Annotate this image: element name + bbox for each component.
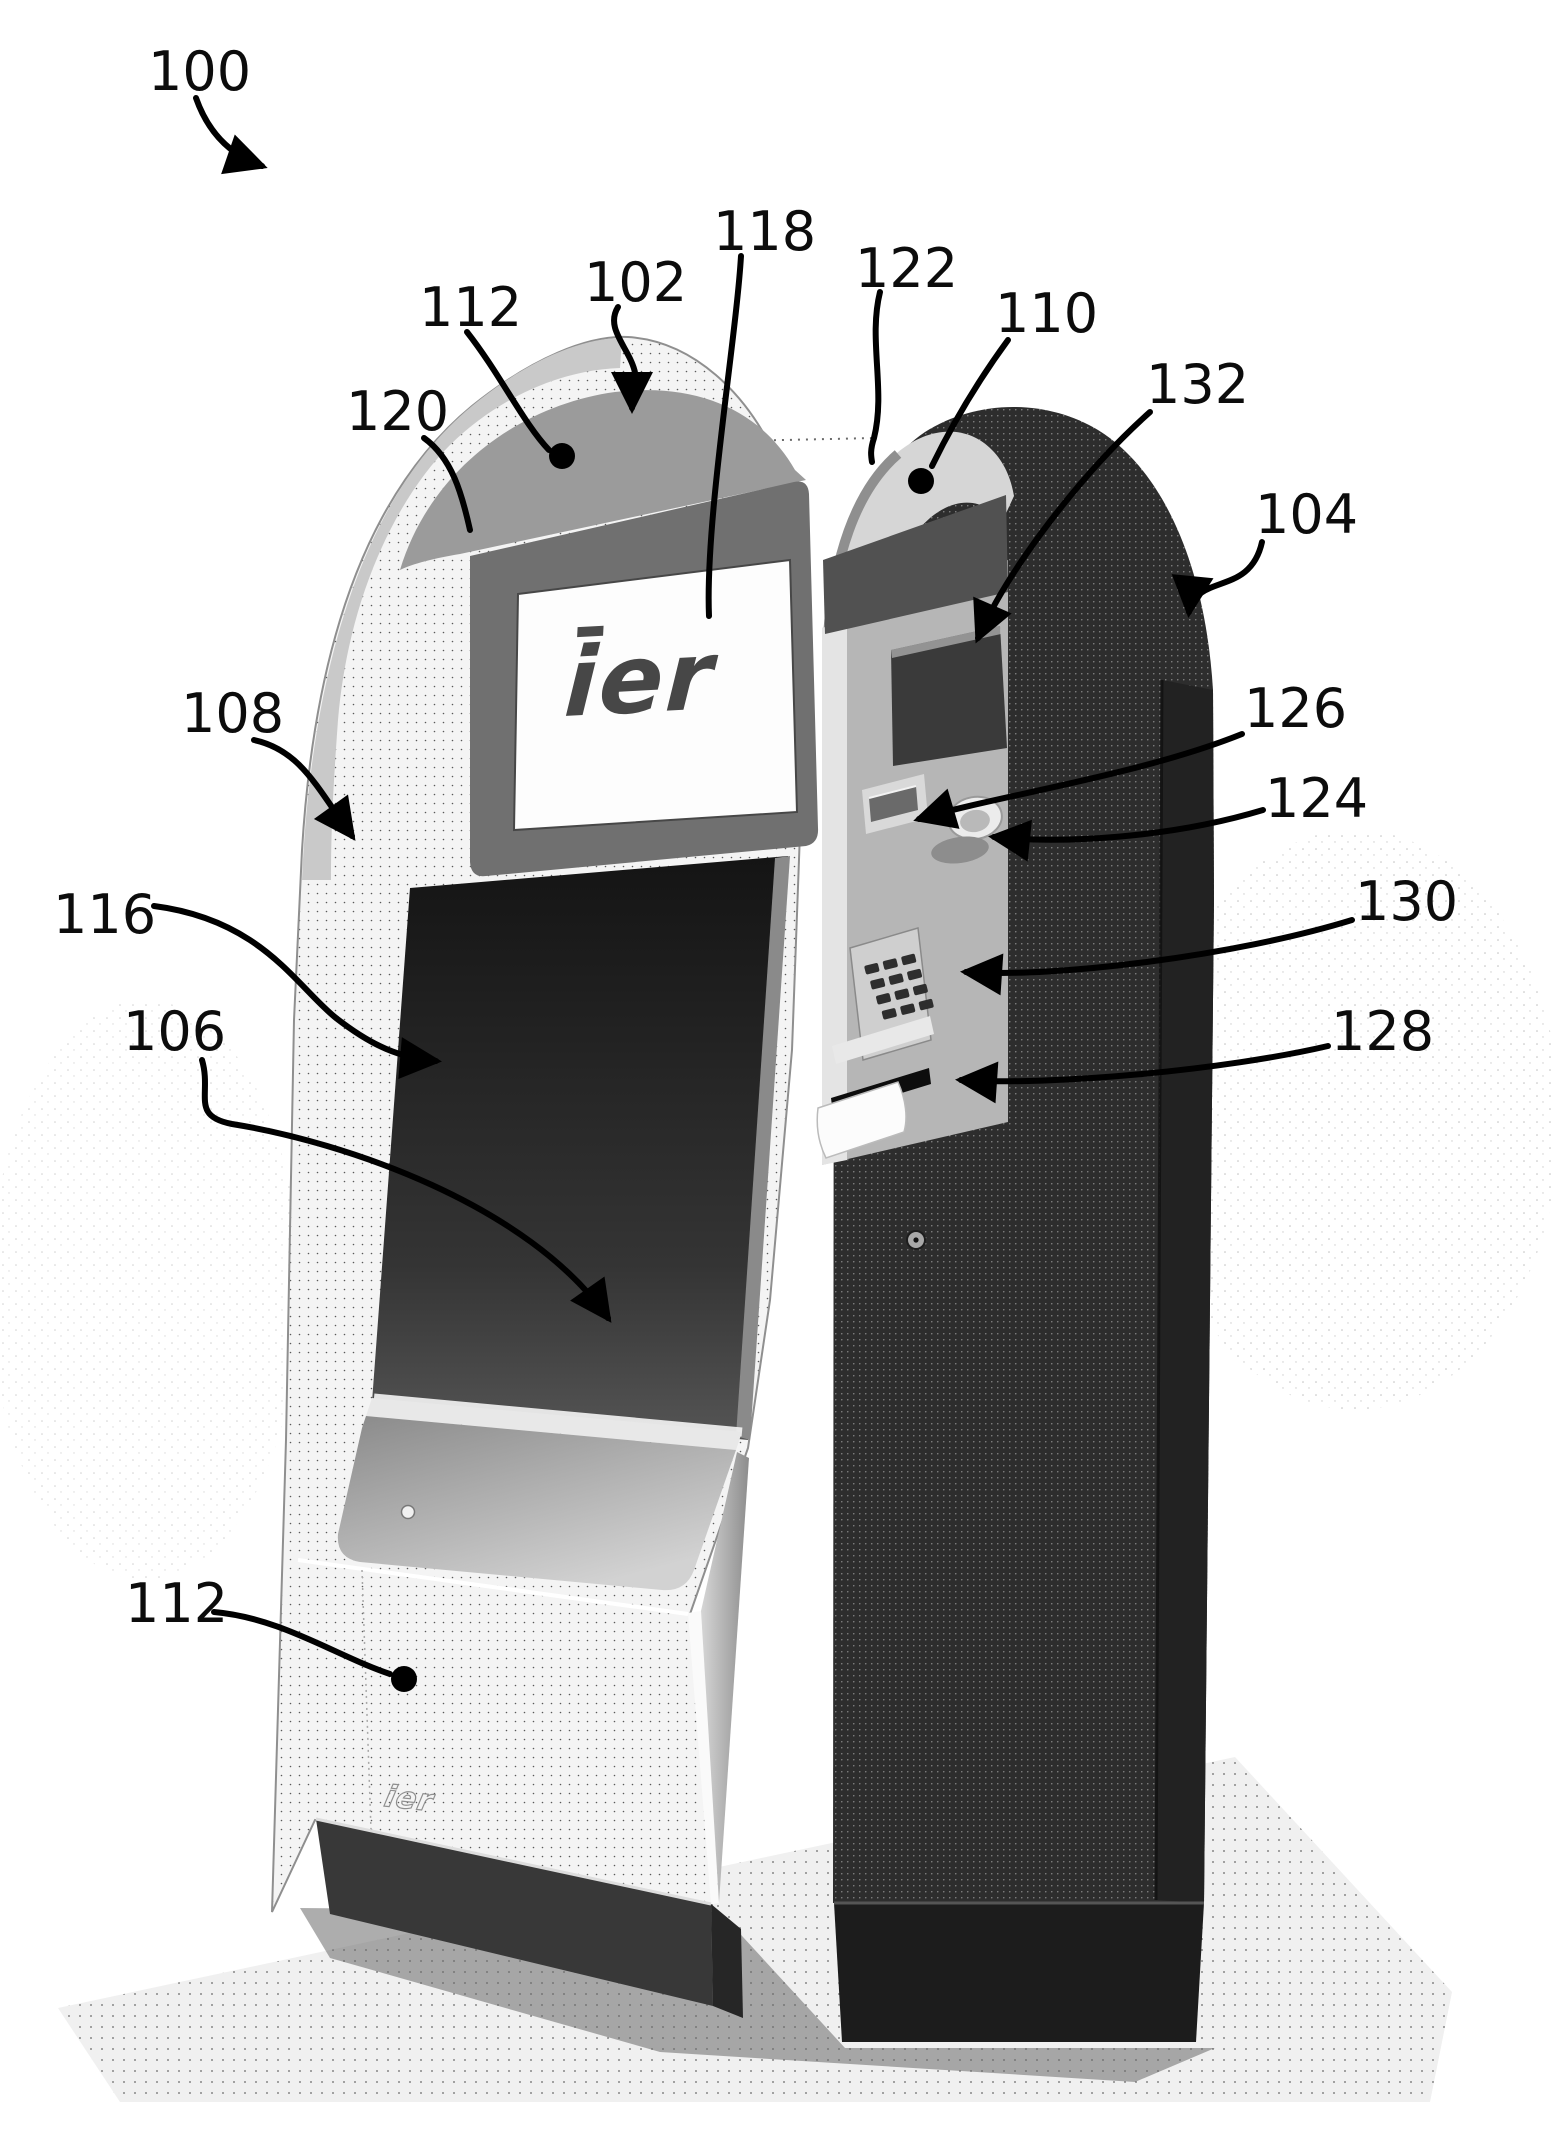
ref-label-116-well: 116 — [53, 883, 442, 1079]
front-kiosk-screen: ier — [470, 481, 819, 877]
ref-label-132-touchscreen: 132 — [973, 353, 1249, 644]
ref-text-102: 102 — [584, 251, 687, 314]
contactless-reader — [931, 795, 1003, 864]
screen-logo: ier — [562, 621, 720, 739]
rear-kiosk-plinth — [834, 1903, 1204, 2042]
ref-label-110-fin: 110 — [908, 282, 1098, 494]
receipt-paper — [816, 1081, 907, 1159]
front-kiosk-hood — [400, 390, 806, 570]
leader-120 — [421, 435, 473, 533]
front-kiosk-plinth — [315, 1817, 743, 2018]
well-floor-glow — [373, 1393, 743, 1437]
coin-cup — [931, 836, 989, 864]
ref-text-100: 100 — [148, 40, 251, 103]
ref-text-130: 130 — [1355, 870, 1458, 933]
leader-130 — [960, 917, 1355, 996]
ref-text-124: 124 — [1265, 767, 1368, 830]
rear-kiosk — [816, 406, 1214, 2042]
ref-label-112-bottom: 112 — [125, 1572, 417, 1692]
leader-dot-110 — [908, 468, 934, 494]
leader-116 — [151, 903, 442, 1079]
base-logo-text: ier — [381, 1780, 438, 1820]
leader-124 — [988, 807, 1266, 862]
baggage-well — [372, 856, 790, 1440]
ref-label-122-fin-edge: 122 — [855, 237, 958, 465]
leader-dot-112-bottom — [391, 1666, 417, 1692]
leader-104 — [1171, 539, 1265, 618]
receipt-printer — [816, 1068, 931, 1159]
panel-left-highlight — [822, 621, 847, 1165]
leader-126 — [913, 731, 1245, 829]
ref-label-100-system: 100 — [148, 40, 268, 175]
front-kiosk: ier ier — [271, 335, 819, 2018]
reference-annotations: 100 112 102 118 122 110 132 — [53, 40, 1458, 1692]
ref-text-112-bottom: 112 — [125, 1572, 228, 1635]
leader-128 — [955, 1043, 1331, 1104]
leader-dot-112-top — [549, 443, 575, 469]
ref-text-120: 120 — [346, 380, 449, 443]
cabinet-corner-ridge — [688, 1611, 719, 1905]
baggage-tray — [337, 1398, 742, 1591]
leader-110 — [929, 337, 1011, 469]
ref-label-128-printer: 128 — [955, 1000, 1434, 1104]
leader-112-top — [464, 329, 552, 453]
ref-label-106-tray: 106 — [123, 1000, 612, 1323]
ref-label-102-front-kiosk: 102 — [584, 251, 687, 414]
screen-logo-accent-bar — [577, 625, 604, 638]
ref-text-108: 108 — [181, 682, 284, 745]
ref-text-116: 116 — [53, 883, 156, 946]
ref-text-110: 110 — [995, 282, 1098, 345]
panel-seam — [361, 1569, 372, 1831]
ref-label-108-frame-edge: 108 — [181, 682, 356, 841]
leader-108 — [251, 737, 356, 841]
front-lower-panel: ier — [297, 1558, 711, 1904]
ref-label-126-card-reader: 126 — [913, 677, 1347, 829]
ref-text-118: 118 — [713, 200, 816, 263]
ref-text-132: 132 — [1146, 353, 1249, 416]
ref-text-106: 106 — [123, 1000, 226, 1063]
base-logo: ier — [381, 1779, 439, 1820]
background-speckle-right — [1150, 830, 1554, 1410]
ref-label-104-rear-kiosk: 104 — [1171, 483, 1358, 618]
leader-102 — [611, 304, 653, 414]
leader-106 — [199, 1057, 612, 1323]
screen-logo-text: ier — [562, 621, 720, 739]
ref-label-118-screen: 118 — [705, 200, 816, 619]
rear-kiosk-side-facet — [1156, 680, 1214, 1903]
rear-touchscreen — [891, 626, 1007, 766]
leader-122 — [868, 289, 883, 465]
rear-kiosk-keyhole — [906, 1230, 926, 1250]
pinpad-shelf — [832, 1016, 934, 1064]
well-right-wall — [736, 856, 790, 1440]
ref-label-120-side-rim: 120 — [346, 380, 473, 533]
leader-118 — [705, 253, 744, 619]
pinpad — [832, 927, 934, 1064]
tray-hole — [400, 1504, 416, 1520]
background-speckle-left — [0, 1000, 300, 1580]
leader-112-bottom — [211, 1609, 393, 1677]
card-reader-slot — [862, 774, 928, 834]
panel-hood — [823, 495, 1008, 634]
ref-text-122: 122 — [855, 237, 958, 300]
ref-text-112-top: 112 — [419, 276, 522, 339]
rear-kiosk-corner-seam — [1154, 679, 1164, 1901]
ref-label-112-top: 112 — [419, 276, 575, 469]
floor — [58, 1757, 1452, 2102]
leader-100 — [193, 95, 268, 175]
rear-kiosk-control-panel — [816, 495, 1008, 1165]
cabinet-side-face — [701, 1452, 749, 1903]
ref-text-128: 128 — [1331, 1000, 1434, 1063]
ref-label-130-pinpad: 130 — [960, 870, 1458, 996]
ref-label-124-contactless: 124 — [988, 767, 1368, 862]
ref-text-104: 104 — [1255, 483, 1358, 546]
leader-132 — [973, 409, 1153, 644]
ref-text-126: 126 — [1244, 677, 1347, 740]
